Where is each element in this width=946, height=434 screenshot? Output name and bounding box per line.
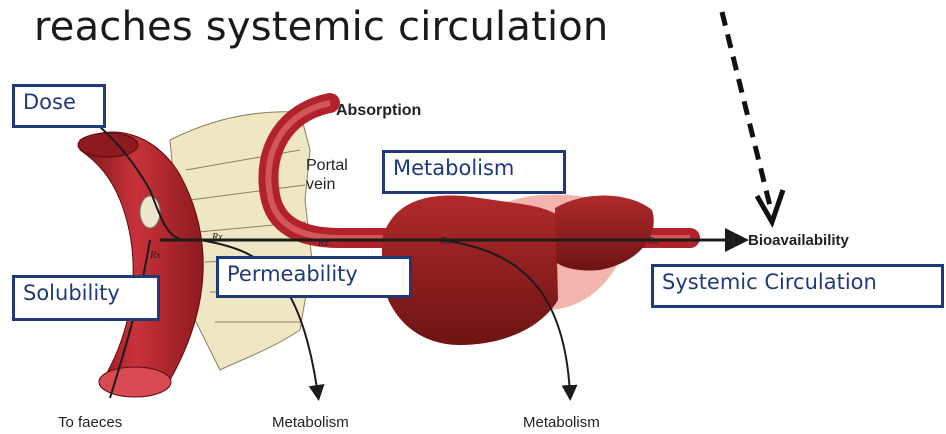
bioavailability-label: Bioavailability bbox=[748, 232, 849, 249]
rx-label-circulation: Rx bbox=[647, 236, 659, 247]
solubility-callout: Solubility bbox=[12, 275, 160, 321]
slide-title: reaches systemic circulation bbox=[34, 4, 609, 50]
absorption-label: Absorption bbox=[336, 102, 421, 120]
metabolism-liver-label: Metabolism bbox=[523, 414, 600, 431]
dose-callout: Dose bbox=[12, 84, 106, 128]
metabolism-callout: Metabolism bbox=[382, 150, 566, 194]
rx-label-gut: Rx bbox=[149, 250, 161, 261]
to-faeces-label: To faeces bbox=[58, 414, 122, 431]
dashed-arrow-head bbox=[757, 190, 783, 222]
rx-label-liver: Rx bbox=[439, 236, 451, 247]
rx-label-vein: Rx bbox=[317, 238, 329, 249]
rx-label-wall: Rx bbox=[211, 232, 223, 243]
systemic-circulation-callout: Systemic Circulation bbox=[651, 264, 944, 308]
permeability-callout: Permeability bbox=[216, 256, 412, 298]
dashed-arrow bbox=[722, 12, 770, 206]
portal-vein-label: Portal vein bbox=[306, 156, 348, 194]
metabolism-gut-label: Metabolism bbox=[272, 414, 349, 431]
